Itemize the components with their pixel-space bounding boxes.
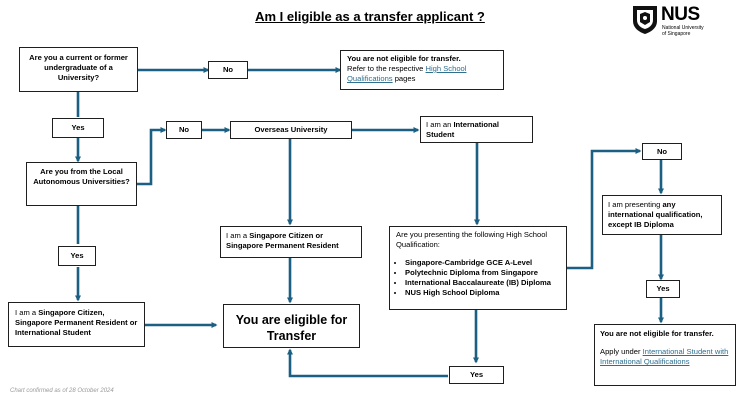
yes-label-3: Yes xyxy=(449,366,504,384)
not-eligible-box-1: You are not eligible for transfer. Refer… xyxy=(340,50,504,90)
local-student-box: I am a Singapore Citizen, Singapore Perm… xyxy=(8,302,145,347)
no-label-2: No xyxy=(166,121,202,139)
yes-label-2: Yes xyxy=(58,246,96,266)
high-school-qualifications-link[interactable]: High School Qualifications xyxy=(347,64,467,83)
yes-label-1: Yes xyxy=(52,118,104,138)
international-qualifications-link[interactable]: International Student with International… xyxy=(600,347,729,366)
qualification-list: Singapore-Cambridge GCE A-Level Polytech… xyxy=(396,258,560,298)
undergrad-question-box: Are you a current or former undergraduat… xyxy=(19,47,138,92)
no-label-3: No xyxy=(642,143,682,160)
not-eligible-box-2: You are not eligible for transfer. Apply… xyxy=(594,324,736,386)
yes-label-4: Yes xyxy=(646,280,680,298)
no-label-1: No xyxy=(208,61,248,79)
qualification-item: Polytechnic Diploma from Singapore xyxy=(405,268,560,278)
nus-crest-icon xyxy=(633,6,657,34)
citizen-pr-box: I am a Singapore Citizen or Singapore Pe… xyxy=(220,226,362,258)
qualification-item: NUS High School Diploma xyxy=(405,288,560,298)
qualification-question-box: Are you presenting the following High Sc… xyxy=(389,226,567,310)
eligible-box: You are eligible for Transfer xyxy=(223,304,360,348)
qualification-item: International Baccalaureate (IB) Diploma xyxy=(405,278,560,288)
logo-name: NUS xyxy=(661,4,700,25)
chart-footer-note: Chart confirmed as of 28 October 2024 xyxy=(10,388,114,394)
qualification-item: Singapore-Cambridge GCE A-Level xyxy=(405,258,560,268)
page-title: Am I eligible as a transfer applicant ? xyxy=(255,9,485,24)
local-university-question-box: Are you from the Local Autonomous Univer… xyxy=(26,162,137,206)
overseas-university-box: Overseas University xyxy=(230,121,352,139)
any-international-qualification-box: I am presenting any international qualif… xyxy=(602,195,722,235)
international-student-box: I am an International Student xyxy=(420,116,533,143)
